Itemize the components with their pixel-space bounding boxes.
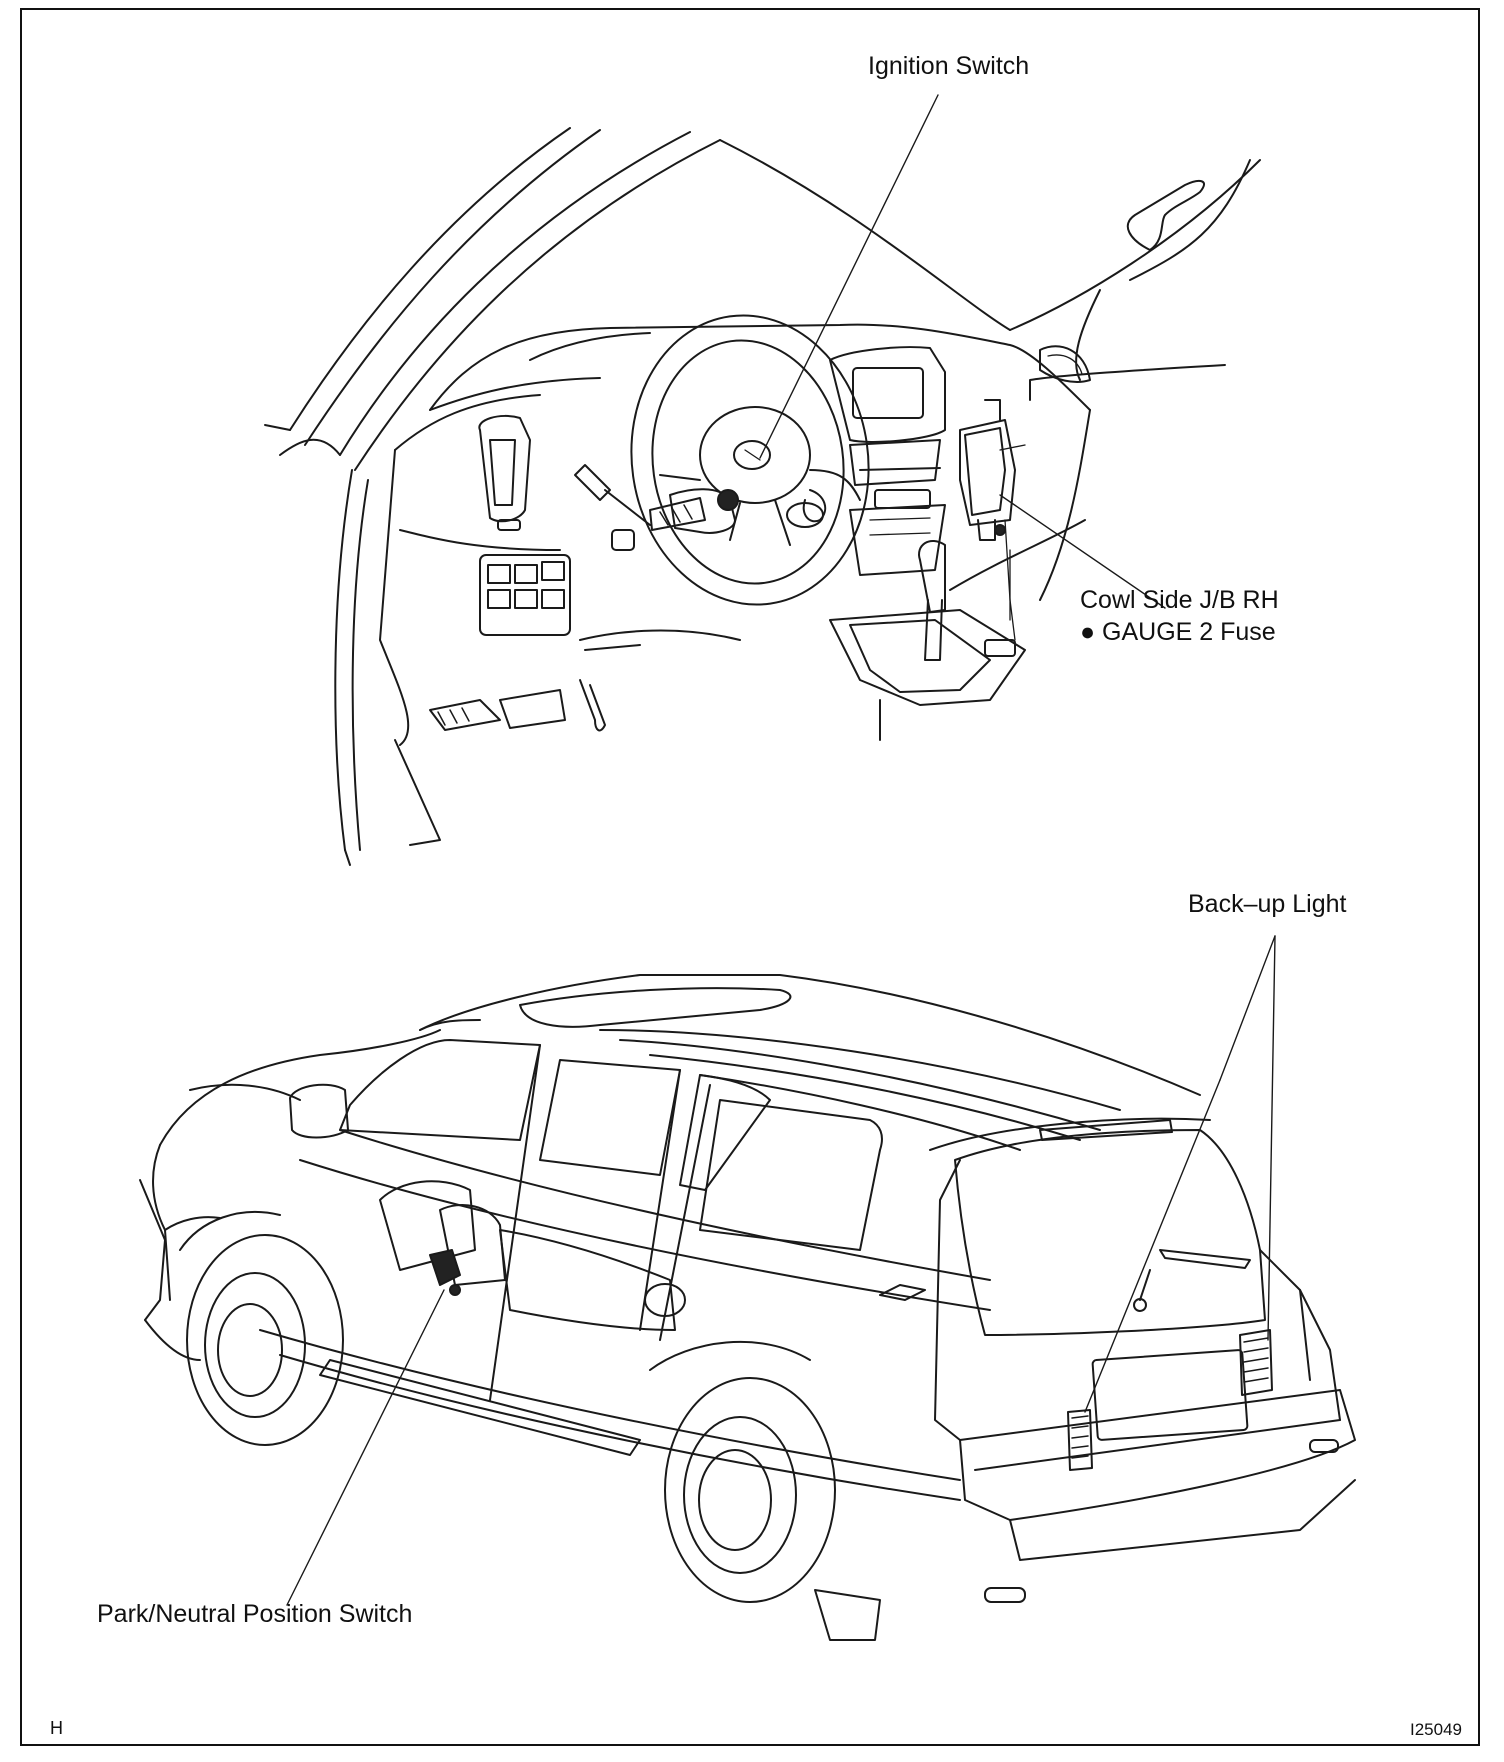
dashboard-illustration [264,127,1261,866]
corner-letter: H [50,1718,63,1738]
vehicle-illustration [139,974,1356,1641]
label-park-neutral-switch: Park/Neutral Position Switch [97,1600,413,1628]
label-ignition-switch: Ignition Switch [868,52,1030,80]
dashboard-leaders [759,94,1166,609]
label-backup-light: Back–up Light [1188,890,1347,918]
leader-backup-left [1219,935,1276,1081]
leader-park-neutral [286,1289,445,1606]
leader-backup-right [1267,935,1276,1341]
leader-cowl-jb [999,494,1166,609]
label-gauge-fuse: ● GAUGE 2 Fuse [1080,618,1276,646]
label-cowl-side-jb: Cowl Side J/B RH [1080,586,1279,614]
vehicle-leaders [286,935,1276,1606]
leader-ignition-switch [759,94,939,459]
figure-frame [20,8,1480,1746]
figure-id: I25049 [1410,1720,1462,1739]
